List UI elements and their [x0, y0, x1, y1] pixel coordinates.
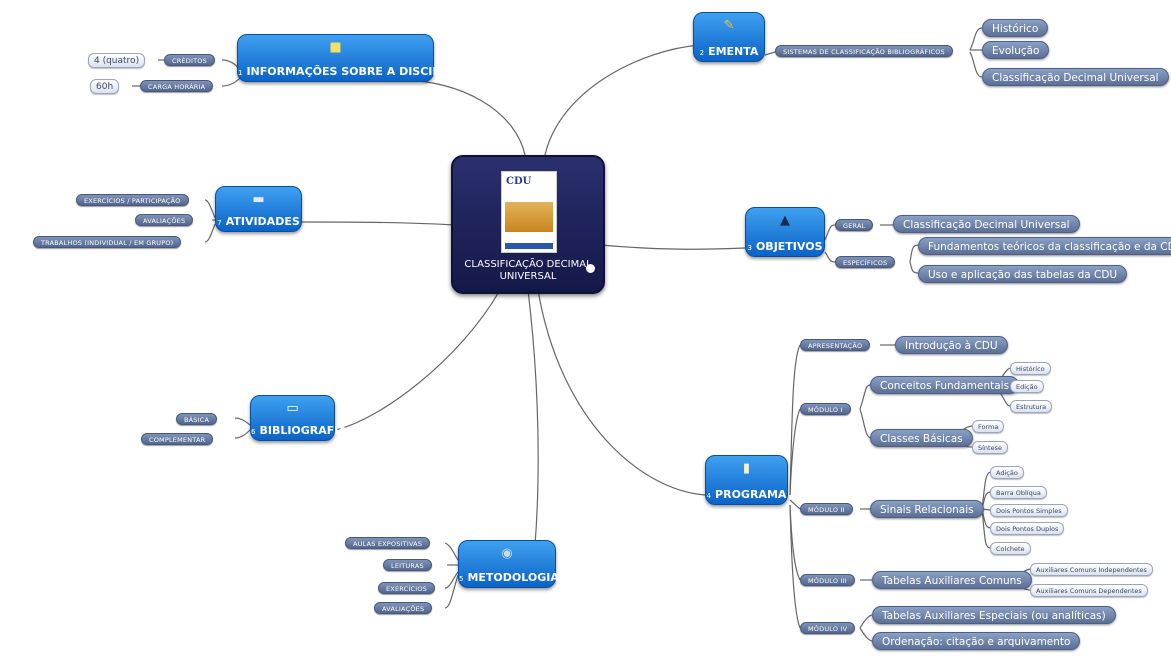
- branch-avaliacoes[interactable]: AVALIAÇÕES: [135, 214, 194, 226]
- branch-leituras[interactable]: LEITURAS: [383, 559, 432, 571]
- topic-number: 1: [238, 69, 243, 77]
- topic-number: 3: [747, 244, 752, 252]
- item-classes-basicas[interactable]: Classes Básicas: [870, 429, 973, 447]
- link-objetivos: [599, 244, 746, 250]
- branch-avaliacoes-metodologia[interactable]: AVALIAÇÕES: [374, 602, 433, 614]
- sub-forma[interactable]: Forma: [972, 420, 1005, 433]
- branch-modulo-2[interactable]: MÓDULO II: [800, 503, 853, 515]
- link-atividades: [299, 221, 456, 226]
- branch-geral[interactable]: GERAL: [835, 219, 874, 231]
- sub-aux-independentes[interactable]: Auxiliares Comuns Independentes: [1030, 563, 1153, 576]
- item-ordenacao[interactable]: Ordenação: citação e arquivamento: [872, 632, 1081, 650]
- item-cdu[interactable]: Classificação Decimal Universal: [982, 68, 1169, 86]
- sub-estrutura[interactable]: Estrutura: [1010, 400, 1053, 413]
- topic-label: PROGRAMA: [715, 488, 787, 501]
- branch-modulo-1[interactable]: MÓDULO I: [800, 403, 851, 415]
- book-cover-bar: [505, 243, 553, 249]
- sub-aux-dependentes[interactable]: Auxiliares Comuns Dependentes: [1030, 584, 1148, 597]
- topic-number: 2: [699, 49, 705, 57]
- book-cover-band: [505, 202, 553, 232]
- link-programa: [537, 289, 706, 496]
- link-metodologia: [527, 289, 539, 546]
- topic-label: ATIVIDADES: [225, 215, 300, 228]
- sub-barra-obliqua[interactable]: Barra Oblíqua: [990, 486, 1047, 499]
- topic-number: 4: [706, 492, 712, 500]
- value-carga[interactable]: 60h: [90, 79, 120, 94]
- central-topic[interactable]: CDU CLASSIFICAÇÃO DECIMAL UNIVERSAL: [451, 155, 605, 294]
- branch-modulo-3[interactable]: MÓDULO III: [800, 574, 855, 586]
- item-geral-cdu[interactable]: Classificação Decimal Universal: [893, 215, 1080, 233]
- pencil-icon: ✎: [723, 18, 735, 33]
- topic-label: INFORMAÇÕES SOBRE A DISCIPLINA: [246, 65, 470, 78]
- link-bibliografia: [334, 289, 501, 431]
- sticky-note-icon: ■: [329, 40, 342, 55]
- book-icon: ▭: [286, 401, 299, 416]
- item-sinais[interactable]: Sinais Relacionais: [870, 500, 984, 518]
- cd-icon: ◉: [501, 546, 513, 561]
- folder-icon: ▬: [252, 192, 265, 207]
- sub-colchete[interactable]: Colchete: [990, 542, 1031, 555]
- item-uso[interactable]: Uso e aplicação das tabelas da CDU: [918, 265, 1128, 283]
- sub-sintese[interactable]: Síntese: [972, 441, 1008, 454]
- topic-number: 6: [251, 428, 256, 436]
- link-ementa: [544, 44, 701, 156]
- sub-dois-pontos-duplos[interactable]: Dois Pontos Duplos: [990, 522, 1065, 535]
- branch-aulas-expositivas[interactable]: AULAS EXPOSITIVAS: [345, 537, 431, 549]
- graduation-cap-icon: ▲: [780, 213, 790, 228]
- branch-apresentacao[interactable]: APRESENTAÇÃO: [800, 339, 871, 351]
- item-tabelas-especiais[interactable]: Tabelas Auxiliares Especiais (ou analíti…: [872, 606, 1116, 624]
- value-creditos[interactable]: 4 (quatro): [88, 53, 146, 68]
- sub-historico[interactable]: Histórico: [1010, 362, 1051, 375]
- branch-sistemas[interactable]: SISTEMAS DE CLASSIFICAÇÃO BIBLIOGRÁFICOS: [775, 45, 953, 57]
- item-historico[interactable]: Histórico: [982, 19, 1049, 37]
- sub-adicao[interactable]: Adição: [990, 466, 1024, 479]
- branch-trabalhos[interactable]: TRABALHOS (INDIVIDUAL / EM GRUPO): [33, 236, 182, 248]
- topic-label: BIBLIOGRAFIA: [259, 424, 347, 437]
- collapse-dot-icon[interactable]: [586, 264, 595, 273]
- branch-especificos[interactable]: ESPECÍFICOS: [835, 256, 896, 268]
- item-introducao[interactable]: Introdução à CDU: [895, 336, 1008, 354]
- topic-label: EMENTA: [708, 45, 759, 58]
- topic-number: 5: [459, 575, 464, 583]
- branch-exercicios-participacao[interactable]: EXERCÍCIOS / PARTICIPAÇÃO: [76, 194, 189, 206]
- topic-number: 7: [217, 219, 222, 227]
- book-cover-title: CDU: [506, 176, 532, 187]
- branch-basica[interactable]: BÁSICA: [176, 413, 218, 425]
- item-tabelas-comuns[interactable]: Tabelas Auxiliares Comuns: [872, 571, 1032, 589]
- link-informacoes: [399, 79, 526, 156]
- cdu-book-cover-icon: CDU: [501, 171, 557, 253]
- branch-carga-horaria[interactable]: CARGA HORÁRIA: [140, 80, 214, 92]
- branch-complementar[interactable]: COMPLEMENTAR: [141, 433, 214, 445]
- item-conceitos[interactable]: Conceitos Fundamentais: [870, 376, 1020, 394]
- topic-label: OBJETIVOS: [755, 240, 823, 253]
- branch-creditos[interactable]: CRÉDITOS: [164, 54, 215, 66]
- item-evolucao[interactable]: Evolução: [982, 41, 1050, 59]
- sub-edicao[interactable]: Edição: [1010, 380, 1044, 393]
- branch-exercicios[interactable]: EXERCÍCIOS: [378, 582, 436, 594]
- sub-dois-pontos-simples[interactable]: Dois Pontos Simples: [990, 504, 1068, 517]
- central-title: CLASSIFICAÇÃO DECIMAL UNIVERSAL: [464, 259, 592, 282]
- test-tube-icon: ▮: [742, 461, 751, 476]
- item-fundamentos[interactable]: Fundamentos teóricos da classificação e …: [918, 237, 1171, 255]
- topic-label: METODOLOGIA: [467, 571, 559, 584]
- branch-modulo-4[interactable]: MÓDULO IV: [800, 622, 856, 634]
